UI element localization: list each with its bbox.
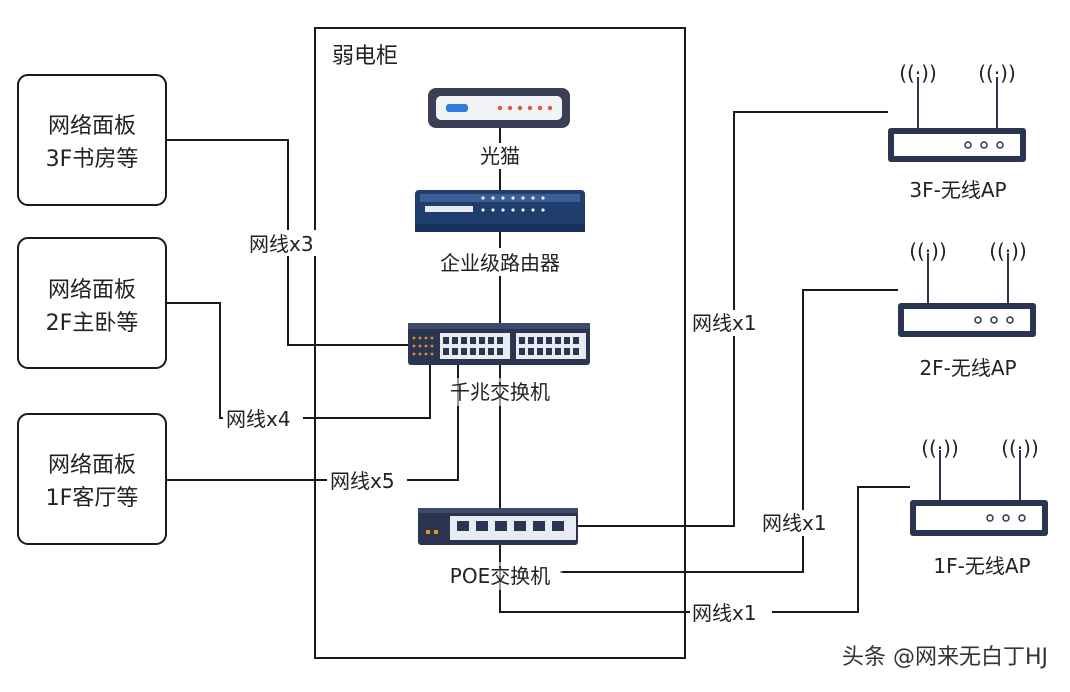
ap-2f-label: 2F-无线AP — [919, 356, 1016, 380]
gigabit-switch-label: 千兆交换机 — [450, 380, 550, 404]
gigabit-switch-icon — [408, 323, 590, 365]
svg-text:((·)): ((·)) — [978, 61, 1016, 85]
svg-text:((·)): ((·)) — [899, 61, 937, 85]
svg-text:((·)): ((·)) — [909, 239, 947, 263]
cable-label-3f-ap: 网线x1 — [692, 311, 757, 335]
wire-panel-2f — [166, 302, 431, 419]
svg-text:((·)): ((·)) — [989, 239, 1027, 263]
poe-switch-icon — [418, 508, 578, 545]
poe-switch-label: POE交换机 — [450, 564, 550, 588]
panel-1f-line1: 网络面板 — [48, 453, 136, 478]
panel-2f-line2: 2F主卧等 — [46, 311, 139, 336]
cabinet-title: 弱电柜 — [332, 44, 398, 69]
ap-3f-icon: ((·)) ((·)) — [888, 61, 1026, 162]
ap-2f-icon: ((·)) ((·)) — [898, 239, 1036, 337]
cable-label-1f-panel: 网线x5 — [330, 469, 395, 493]
router-icon — [415, 190, 585, 232]
svg-text:((·)): ((·)) — [1001, 436, 1039, 460]
cable-label-2f-ap: 网线x1 — [762, 511, 827, 535]
svg-text:((·)): ((·)) — [921, 436, 959, 460]
panel-1f: 网络面板 1F客厅等 — [17, 413, 167, 545]
ap-1f-label: 1F-无线AP — [933, 554, 1030, 578]
ap-1f-icon: ((·)) ((·)) — [910, 436, 1048, 536]
wire-ap-2f — [560, 289, 898, 573]
cable-label-1f-ap: 网线x1 — [692, 601, 757, 625]
watermark: 头条 @网来无白丁HJ — [842, 645, 1048, 670]
panel-3f-line1: 网络面板 — [48, 114, 136, 139]
cable-label-2f-panel: 网线x4 — [226, 407, 291, 431]
panel-3f-line2: 3F书房等 — [46, 147, 139, 172]
modem-label: 光猫 — [480, 144, 520, 168]
cable-label-3f-panel: 网线x3 — [249, 232, 314, 256]
modem-icon — [428, 88, 570, 128]
panel-2f: 网络面板 2F主卧等 — [17, 237, 167, 369]
router-label: 企业级路由器 — [440, 251, 560, 275]
ap-3f-label: 3F-无线AP — [909, 178, 1006, 202]
panel-2f-line1: 网络面板 — [48, 278, 136, 303]
panel-3f: 网络面板 3F书房等 — [17, 74, 167, 206]
panel-1f-line2: 1F客厅等 — [46, 486, 139, 511]
